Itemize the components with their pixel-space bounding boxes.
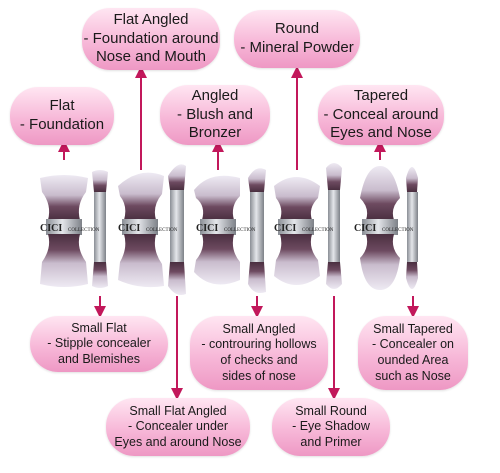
brush-small-flat-angled — [168, 164, 186, 295]
brush-angled-large — [194, 175, 240, 285]
label-flat-angled-desc-1: - Foundation around — [83, 29, 219, 47]
label-round: Round - Mineral Powder — [234, 10, 360, 68]
arrows-down — [94, 296, 419, 400]
label-angled-desc-2: Bronzer — [188, 124, 242, 142]
brush-small-tapered — [406, 167, 418, 289]
label-small-flat-desc-1: - Stipple concealer — [47, 336, 151, 351]
brush-flat-angled-large — [118, 172, 164, 288]
label-round-desc: - Mineral Powder — [240, 39, 354, 56]
arrows-up — [58, 66, 386, 170]
brand-name-4: CICI — [274, 223, 296, 234]
label-small-angled-desc-3: sides of nose — [222, 368, 296, 383]
label-small-angled-desc-2: of checks and — [220, 353, 298, 367]
brand-sub-1: COLLECTION — [68, 228, 100, 233]
label-small-tapered-desc-3: such as Nose — [375, 368, 451, 383]
label-flat-title: Flat — [49, 97, 75, 115]
label-small-round-desc-2: and Primer — [300, 434, 362, 449]
brush-flat-large — [40, 175, 88, 287]
label-small-round-desc-1: - Eye Shadow — [292, 419, 370, 434]
label-tapered: Tapered - Conceal around Eyes and Nose — [318, 85, 444, 145]
brand-sub-2: COLLECTION — [146, 228, 178, 233]
label-small-angled-title: Small Angled — [222, 321, 296, 336]
label-small-flat-angled-desc-2: Eyes and around Nose — [114, 434, 242, 449]
brush-round-large — [274, 177, 320, 285]
brand-sub-5: COLLECTION — [382, 228, 414, 233]
brand-name-2: CICI — [118, 223, 140, 234]
label-flat-angled-desc-2: Nose and Mouth — [95, 48, 207, 66]
label-angled-desc-1: - Blush and — [177, 105, 253, 123]
label-round-title: Round — [274, 20, 320, 38]
label-small-flat-title: Small Flat — [71, 320, 127, 335]
label-small-tapered-title: Small Tapered — [373, 321, 453, 336]
brand-name-1: CICI — [40, 223, 62, 234]
brush-tapered-large — [360, 166, 400, 290]
label-small-tapered-desc-2: ounded Area — [377, 353, 449, 367]
label-small-angled-desc-1: - controuring hollows — [201, 337, 317, 352]
label-tapered-title: Tapered — [353, 86, 409, 104]
label-flat-desc: - Foundation — [19, 116, 105, 133]
brand-name-5: CICI — [354, 223, 376, 234]
brand-marks: CICI COLLECTION CICI COLLECTION CICI COL… — [40, 223, 414, 234]
label-flat: Flat - Foundation — [10, 87, 114, 145]
brand-sub-4: COLLECTION — [302, 228, 334, 233]
brand-sub-3: COLLECTION — [224, 228, 256, 233]
label-small-flat-angled-title: Small Flat Angled — [129, 403, 227, 418]
label-small-tapered: Small Tapered - Concealer on ounded Area… — [358, 316, 468, 390]
label-tapered-desc-2: Eyes and Nose — [330, 124, 432, 142]
brush-small-round — [326, 163, 342, 289]
label-tapered-desc-1: - Conceal around — [323, 105, 439, 123]
label-flat-angled-title: Flat Angled — [113, 10, 189, 28]
label-small-flat-angled: Small Flat Angled - Concealer under Eyes… — [106, 398, 250, 456]
label-small-flat: Small Flat - Stipple concealer and Blemi… — [30, 316, 168, 372]
label-small-round: Small Round - Eye Shadow and Primer — [272, 398, 390, 456]
label-small-round-title: Small Round — [295, 403, 367, 418]
label-small-tapered-desc-1: - Concealer on — [372, 337, 454, 352]
brush-small-angled — [248, 168, 266, 293]
brush-small-flat — [92, 170, 108, 288]
label-flat-angled: Flat Angled - Foundation around Nose and… — [82, 8, 220, 70]
brand-name-3: CICI — [196, 223, 218, 234]
label-small-flat-desc-2: and Blemishes — [58, 351, 140, 366]
label-small-angled: Small Angled - controuring hollows of ch… — [190, 316, 328, 390]
label-angled: Angled - Blush and Bronzer — [160, 85, 270, 145]
label-small-flat-angled-desc-1: - Concealer under — [127, 419, 229, 434]
label-angled-title: Angled — [191, 86, 239, 104]
